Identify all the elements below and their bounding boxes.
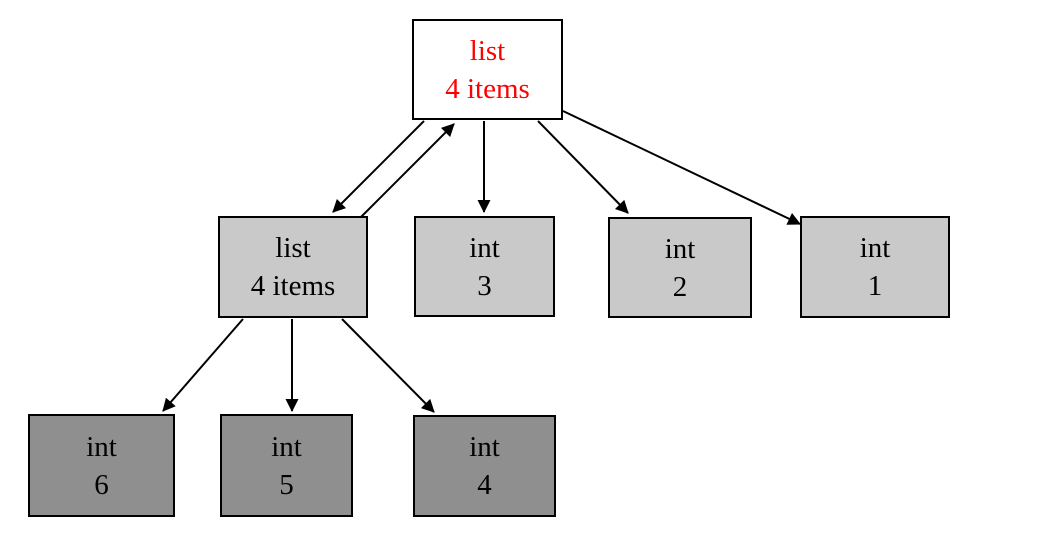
- node-type-label: int: [469, 431, 500, 463]
- node-int-5: int 5: [220, 414, 353, 517]
- node-value-label: 3: [477, 269, 492, 302]
- node-int-6: int 6: [28, 414, 175, 517]
- node-value-label: 5: [279, 468, 294, 501]
- node-child-list: list 4 items: [218, 216, 368, 318]
- node-value-label: 4 items: [445, 72, 530, 105]
- node-type-label: list: [469, 34, 506, 67]
- node-value-label: 4 items: [250, 270, 336, 302]
- node-int-4: int 4: [413, 415, 556, 517]
- node-type-label: int: [271, 430, 302, 463]
- edge-child-list-to-int-6: [162, 318, 244, 412]
- edge-root-list-to-child-list: [332, 120, 425, 213]
- node-type-label: int: [86, 430, 117, 463]
- node-root-list: list 4 items: [412, 19, 563, 120]
- node-type-label: int: [664, 232, 696, 265]
- node-type-label: int: [469, 231, 500, 264]
- node-type-label: int: [859, 232, 891, 264]
- edge-child-list-to-int-4: [341, 318, 435, 413]
- node-int-2: int 2: [608, 217, 752, 318]
- node-value-label: 4: [477, 469, 492, 501]
- edge-root-list-to-int-1: [562, 110, 801, 225]
- node-int-3: int 3: [414, 216, 555, 317]
- edge-child-list-to-root-list: [360, 123, 455, 218]
- node-value-label: 6: [94, 468, 109, 501]
- edge-root-list-to-int-2: [537, 120, 629, 214]
- node-value-label: 2: [672, 270, 688, 303]
- node-value-label: 1: [867, 270, 883, 302]
- node-type-label: list: [275, 232, 311, 264]
- node-int-1: int 1: [800, 216, 950, 318]
